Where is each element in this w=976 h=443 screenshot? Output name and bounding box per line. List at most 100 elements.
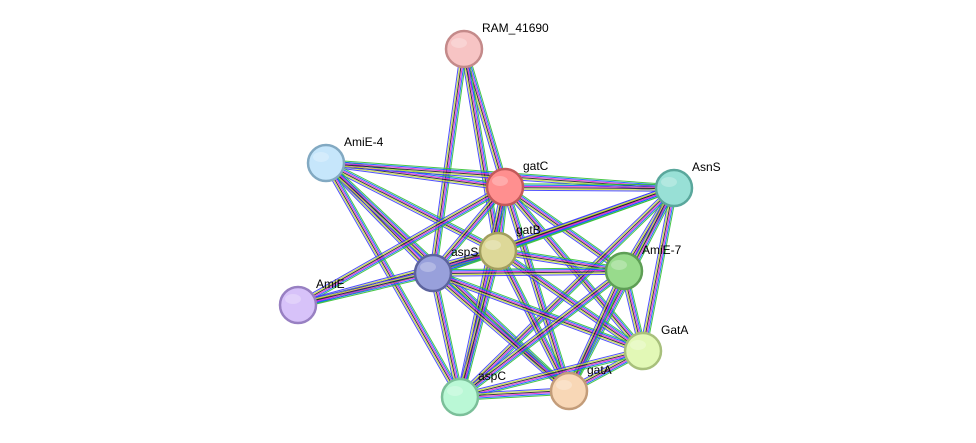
node-label: aspS [451, 245, 478, 259]
edge-evidence-line [297, 271, 433, 305]
edge-evidence-line [460, 351, 644, 399]
edge-evidence-line [325, 163, 498, 253]
node-highlight [313, 152, 329, 162]
edge-evidence-line [570, 188, 677, 393]
edge-evidence-line [298, 274, 434, 308]
node-AsnS[interactable]: AsnS [654, 160, 721, 208]
node-circle[interactable] [549, 371, 589, 411]
node-gatC[interactable]: gatC [485, 159, 549, 207]
edge-AmiE-4-gatC [325, 159, 506, 191]
node-circle[interactable] [413, 253, 453, 293]
edge-evidence-line [644, 188, 677, 352]
node-circle[interactable] [478, 231, 518, 271]
node-circle[interactable] [278, 285, 318, 325]
edge-evidence-line [498, 248, 645, 350]
edge-evidence-line [434, 270, 572, 389]
node-aspC[interactable]: aspC [440, 369, 506, 417]
edge-evidence-line [431, 275, 643, 355]
edge-evidence-line [457, 268, 623, 395]
edge-evidence-line [325, 165, 505, 191]
edge-evidence-line [505, 185, 675, 188]
node-highlight [556, 380, 572, 390]
node-circle[interactable] [440, 377, 480, 417]
edge-evidence-line [434, 272, 463, 397]
edge-evidence-line [432, 269, 624, 273]
node-highlight [611, 260, 627, 270]
node-highlight [451, 38, 467, 48]
edge-evidence-line [430, 48, 463, 273]
node-label: AmiE-7 [642, 243, 682, 257]
node-gatA[interactable]: gatA [549, 363, 612, 411]
node-label: GatA [661, 323, 688, 337]
edge-evidence-line [506, 186, 572, 391]
node-label: gatC [523, 159, 549, 173]
node-AmiE[interactable]: AmiE [278, 277, 345, 325]
edge-evidence-line [296, 183, 504, 303]
edge-evidence-line [459, 347, 643, 395]
edge-evidence-line [298, 188, 507, 308]
node-circle[interactable] [444, 29, 484, 69]
edge-evidence-line [432, 267, 624, 271]
edge-evidence-line [433, 273, 625, 277]
node-circle[interactable] [604, 251, 644, 291]
edge-evidence-line [431, 274, 569, 393]
node-circle[interactable] [306, 143, 346, 183]
edge-evidence-line [461, 189, 677, 400]
node-highlight [420, 262, 436, 272]
edge-aspS-GatA [431, 269, 645, 355]
node-highlight [661, 177, 677, 187]
edge-evidence-line [498, 247, 625, 269]
edge-evidence-line [459, 349, 643, 397]
node-label: AmiE [316, 277, 345, 291]
node-circle[interactable] [623, 331, 663, 371]
node-GatA[interactable]: GatA [623, 323, 688, 371]
edge-evidence-line [504, 188, 674, 191]
edge-evidence-line [497, 251, 643, 352]
edge-RAM_41690-aspS [429, 48, 468, 274]
edge-evidence-line [460, 49, 496, 252]
node-AmiE-4[interactable]: AmiE-4 [306, 135, 384, 183]
node-RAM_41690[interactable]: RAM_41690 [444, 21, 549, 69]
node-highlight [285, 294, 301, 304]
edge-AsnS-aspC [457, 185, 677, 400]
edge-evidence-line [429, 48, 462, 273]
edge-evidence-line [435, 49, 468, 274]
edge-evidence-line [460, 271, 625, 398]
edge-gatC-AsnS [504, 183, 675, 192]
edge-evidence-line [430, 273, 459, 398]
edge-gatC-AmiE [296, 183, 507, 309]
edge-evidence-line [571, 272, 628, 393]
node-aspS[interactable]: aspS [413, 245, 478, 293]
edge-evidence-line [326, 161, 506, 187]
edge-evidence-line [503, 187, 569, 392]
edge-evidence-line [457, 185, 673, 396]
edge-evidence-line [639, 187, 672, 351]
node-label: AmiE-4 [344, 135, 384, 149]
edge-evidence-line [459, 348, 643, 396]
edge-evidence-line [298, 275, 434, 309]
edge-evidence-line [459, 187, 674, 397]
node-gatB[interactable]: gatB [478, 223, 541, 271]
edge-layer [296, 47, 678, 401]
edge-evidence-line [429, 273, 458, 398]
node-AmiE-7[interactable]: AmiE-7 [604, 243, 682, 291]
edge-evidence-line [465, 48, 501, 251]
edge-evidence-line [432, 274, 643, 354]
edge-aspS-AmiE [297, 269, 434, 309]
node-highlight [485, 240, 501, 250]
node-circle[interactable] [485, 167, 525, 207]
edge-evidence-line [643, 188, 676, 352]
edge-evidence-line [501, 187, 567, 393]
edge-evidence-line [434, 49, 467, 274]
node-circle[interactable] [654, 168, 694, 208]
edge-evidence-line [462, 49, 498, 252]
node-label: aspC [478, 369, 506, 383]
edge-evidence-line [459, 270, 624, 397]
node-highlight [630, 340, 646, 350]
edge-evidence-line [499, 247, 646, 349]
edge-evidence-line [571, 189, 678, 393]
edge-evidence-line [325, 164, 505, 190]
edge-aspS-AmiE-7 [432, 267, 625, 277]
